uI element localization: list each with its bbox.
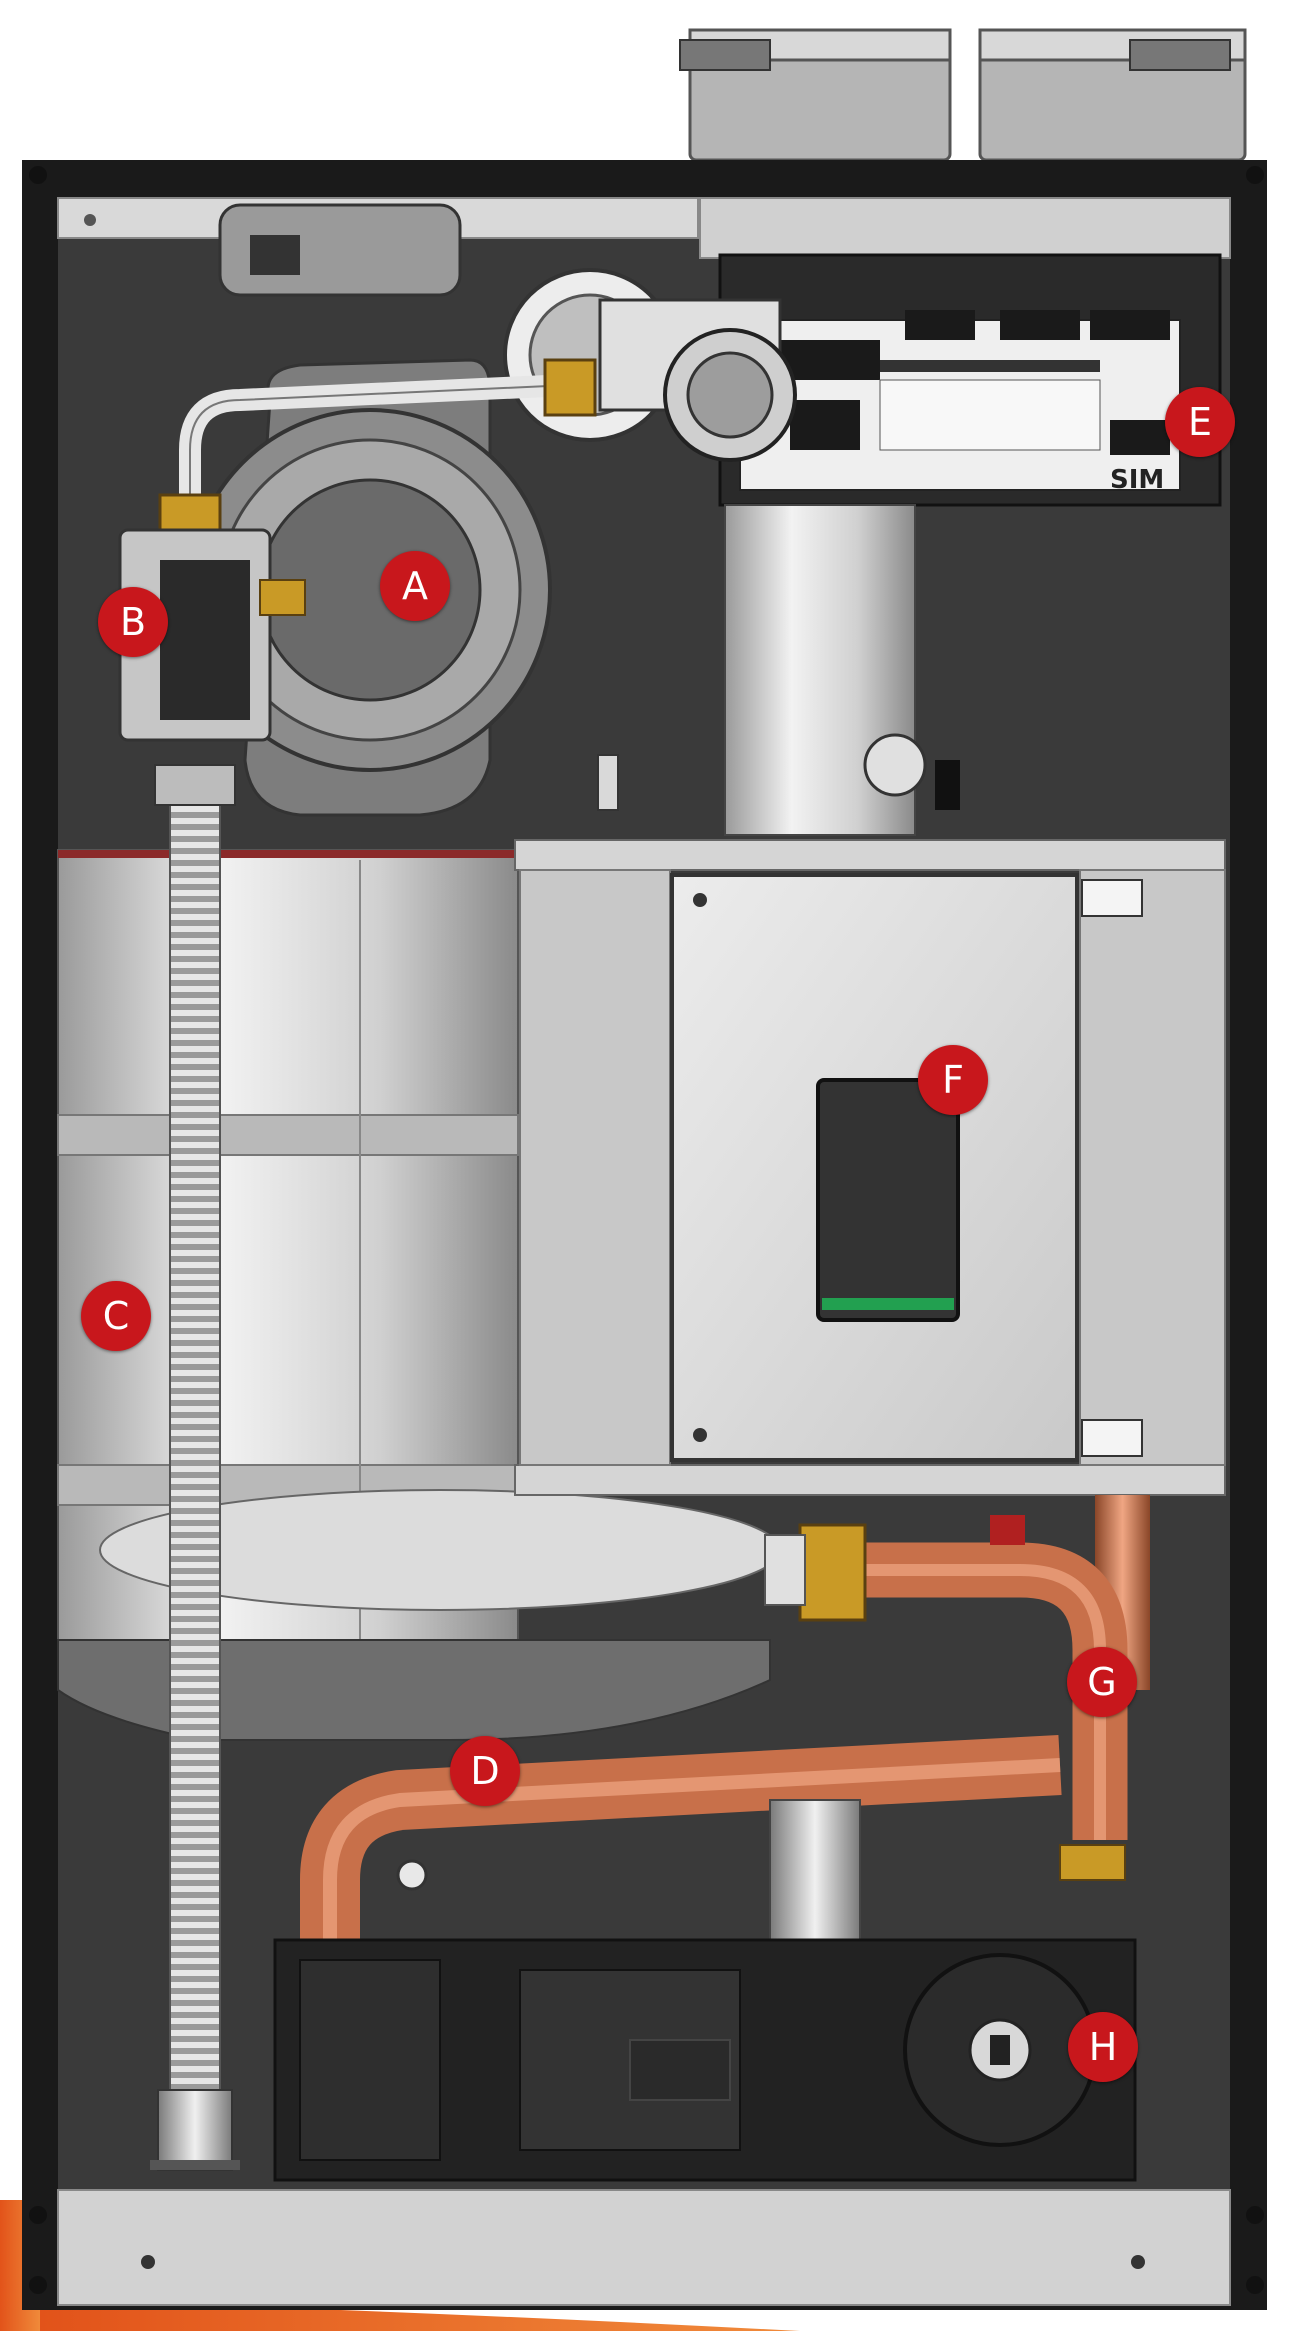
callout-g: G <box>1067 1647 1137 1717</box>
bottom-rail <box>57 2189 1231 2306</box>
rating-plate-housing: SIM <box>718 253 1222 507</box>
callout-a: A <box>380 551 450 621</box>
frame-rivets <box>29 166 1264 2294</box>
heat-exchanger <box>57 849 781 1741</box>
flex-hose <box>169 769 221 2091</box>
callout-h: H <box>1068 2012 1138 2082</box>
callout-d: D <box>450 1736 520 1806</box>
fan-assembly <box>188 203 797 817</box>
callout-b: B <box>98 587 168 657</box>
callout-c: C <box>81 1281 151 1351</box>
control-box <box>670 873 1143 1462</box>
callout-f: F <box>918 1045 988 1115</box>
rating-plate-brand: SIM <box>1110 465 1164 495</box>
gas-valve <box>118 493 306 742</box>
control-display <box>816 1078 960 1322</box>
flue-connectors <box>679 28 1247 162</box>
pump-assembly <box>273 1938 1137 2182</box>
callout-e: E <box>1165 387 1235 457</box>
copper-pipes <box>300 1495 1150 1940</box>
